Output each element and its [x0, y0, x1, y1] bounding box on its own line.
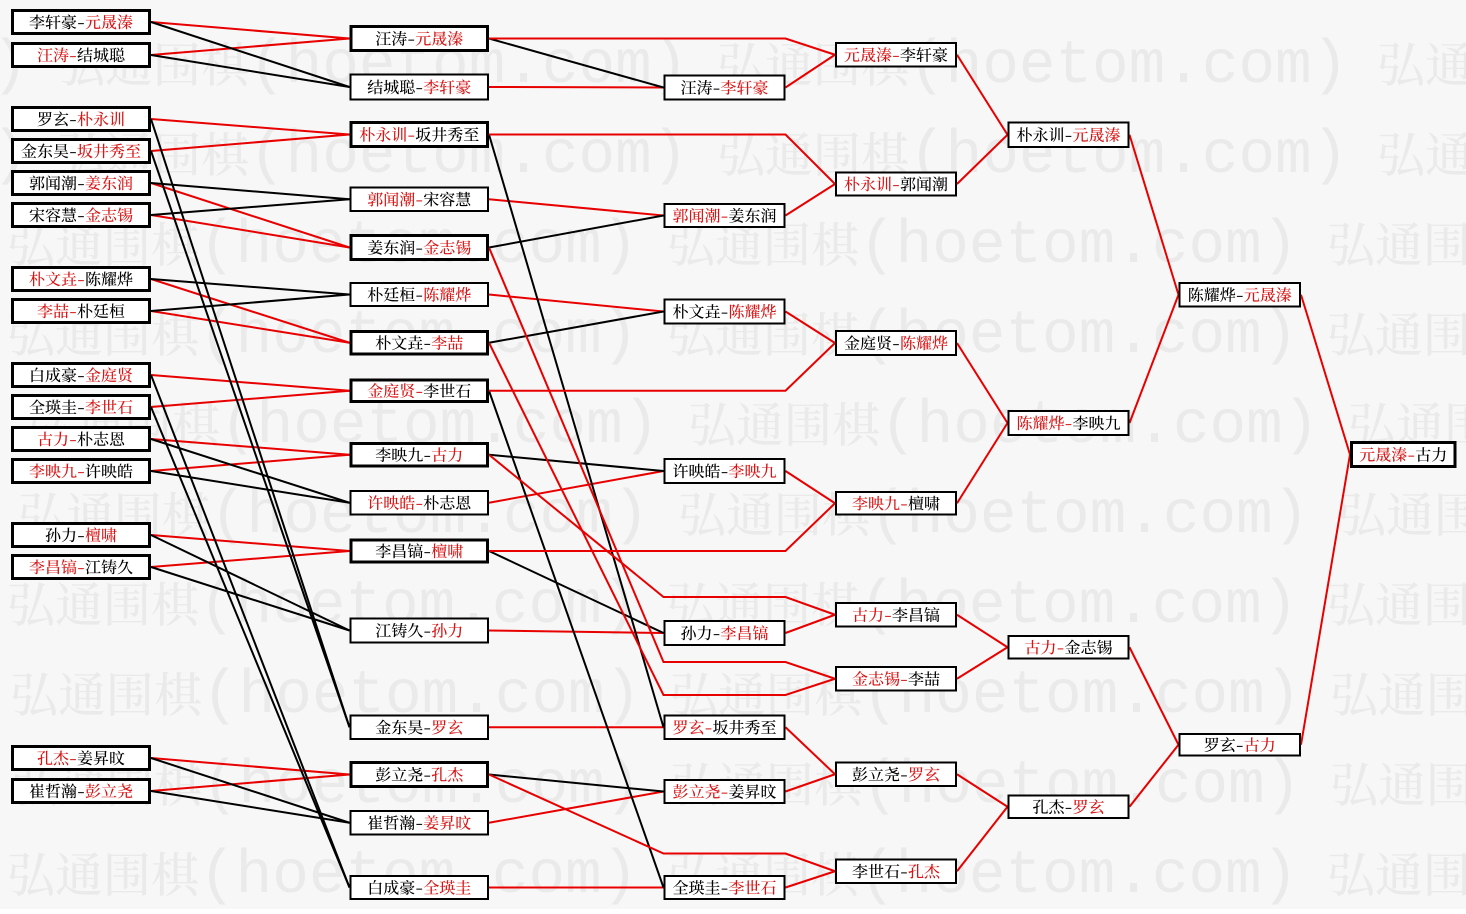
svg-text:(hoetom.com): (hoetom.com)	[859, 212, 1298, 281]
svg-text:(hoetom.com): (hoetom.com)	[909, 32, 1348, 101]
